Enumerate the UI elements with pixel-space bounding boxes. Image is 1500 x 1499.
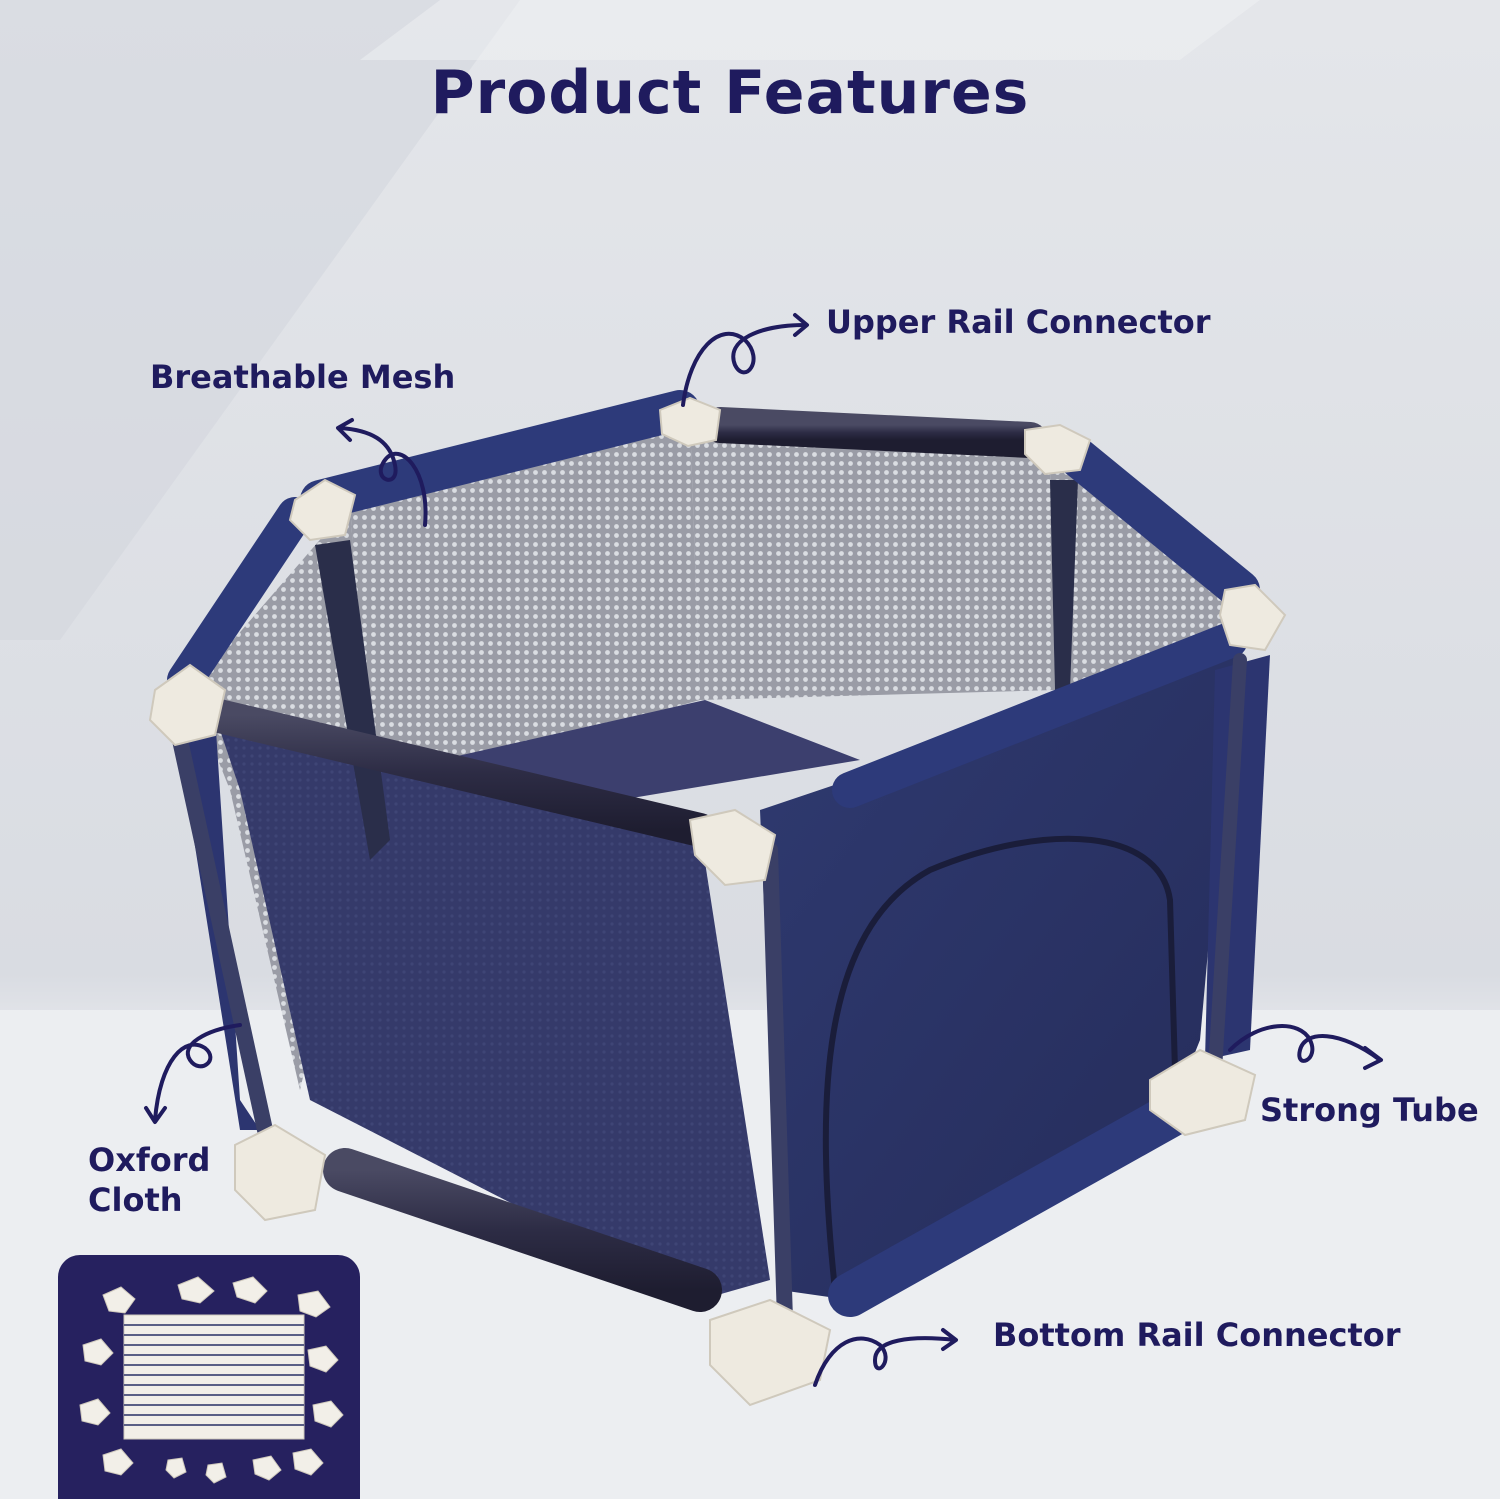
folded-parts-illustration [79,1276,344,1484]
top-rails [167,390,1260,847]
label-strong-tube: Strong Tube [1260,1091,1479,1129]
right-mesh [1050,440,1245,690]
label-oxford-cloth: Oxford Cloth [88,1140,210,1220]
zipper-door [822,835,1178,1291]
arrow-strong-tube [1228,1024,1382,1063]
rail-connectors [148,396,1287,1407]
back-mesh-right [690,420,1055,700]
floor-mat [440,700,860,800]
front-left-panel [215,715,770,1300]
arrow-breathable-mesh [338,426,428,527]
front-right-panel [760,650,1235,1300]
arrow-bottom-rail [813,1336,957,1387]
label-oxford-line2: Cloth [88,1181,183,1219]
label-bottom-rail-connector: Bottom Rail Connector [993,1316,1401,1354]
arrow-upper-rail [681,323,807,407]
page-title: Product Features [430,58,1030,128]
bottom-rails [323,1088,1202,1317]
parts-inset [58,1255,360,1499]
arrow-oxford-cloth [153,1023,242,1122]
back-mesh-left [350,420,700,790]
annotation-arrows [144,313,1383,1387]
label-breathable-mesh: Breathable Mesh [150,358,456,396]
label-upper-rail-connector: Upper Rail Connector [826,303,1211,341]
label-oxford-line1: Oxford [88,1141,211,1179]
vertical-tubes [172,653,1247,1328]
